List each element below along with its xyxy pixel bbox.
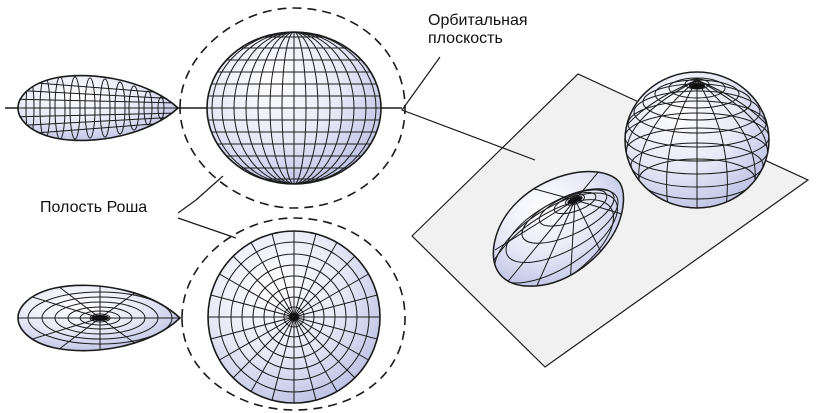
- roche-lobe-outline-top: [181, 217, 406, 411]
- roche-lobe-leader-upper: [177, 175, 224, 214]
- accretor-star-side-view: [206, 31, 382, 185]
- donor-star-side-view: [17, 74, 180, 142]
- orbital-plane-label: Орбитальная плоскость: [428, 12, 528, 48]
- donor-star-top-view: [17, 284, 182, 352]
- accretor-star-top-view: [207, 230, 381, 404]
- orbital-plane-leader: [401, 56, 536, 161]
- roche-lobe-leader-lower: [177, 217, 237, 239]
- donor-star-3d-view: [492, 170, 625, 287]
- roche-lobe-outline-side: [179, 7, 406, 209]
- roche-lobe-label: Полость Роша: [40, 199, 148, 216]
- orbital-plane-label-line2: плоскость: [428, 30, 503, 47]
- accretor-star-3d-view: [624, 71, 770, 209]
- orbital-plane-label-line1: Орбитальная: [428, 12, 528, 29]
